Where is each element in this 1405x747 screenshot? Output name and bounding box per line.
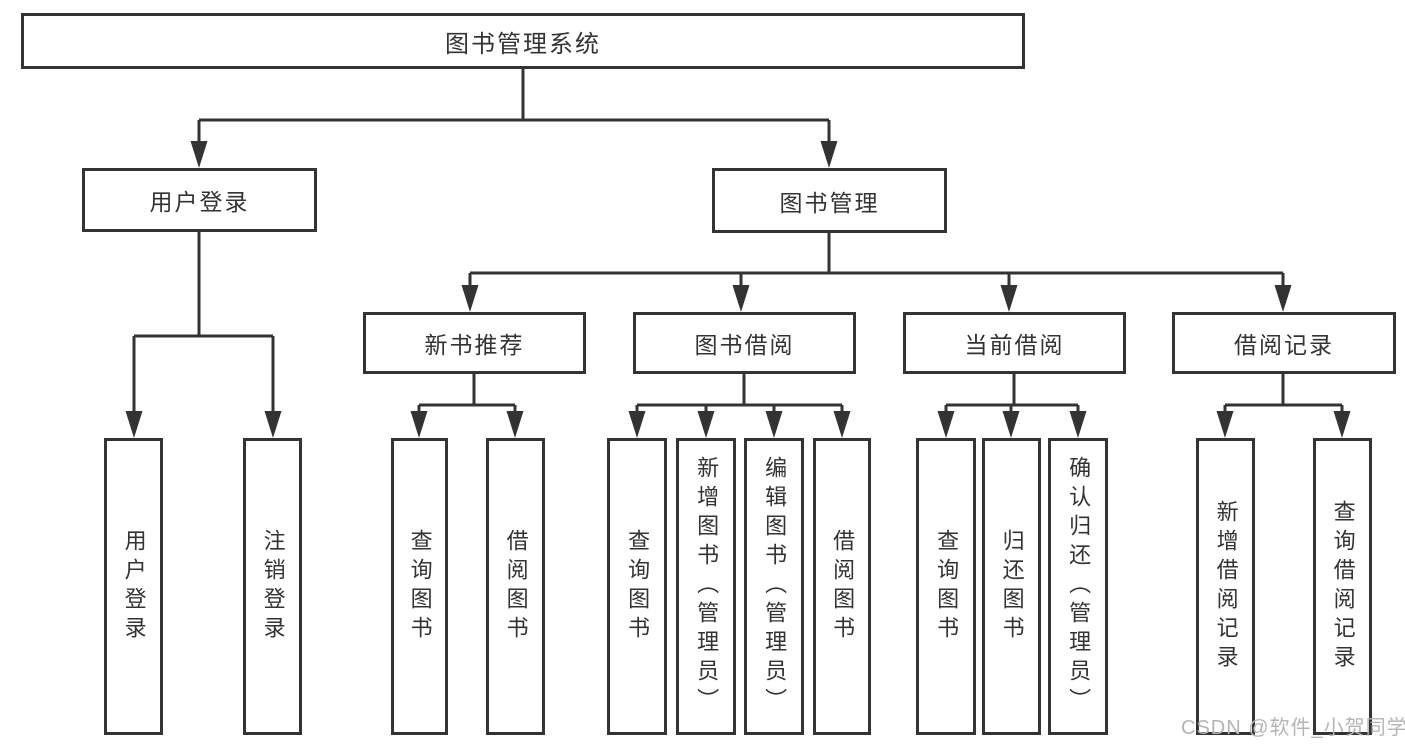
arrowheads-level3 [461,285,1292,312]
leaf-current-confirm-return-admin: 确认归还（管理员） [1048,438,1108,735]
leaf-borrow-edit-book-admin: 编辑图书（管理员） [744,438,804,735]
csdn-watermark: CSDN @软件_小贺同学 [1181,717,1405,739]
leaf-current-query-book: 查询图书 [916,438,976,735]
arrowheads-records-children [1216,411,1351,438]
node-library-system: 图书管理系统 [21,13,1025,69]
leaf-records-query-record: 查询借阅记录 [1313,438,1372,735]
node-book-borrow: 图书借阅 [633,312,856,374]
arrowheads-borrow-children [628,411,851,438]
node-current-borrow: 当前借阅 [903,312,1126,374]
leaf-logout: 注销登录 [243,438,302,735]
node-borrow-records: 借阅记录 [1172,312,1396,374]
connector-user-login-to-children [132,232,275,413]
connector-records-to-children [1223,374,1344,413]
node-user-login: 用户登录 [82,168,317,232]
arrowheads-level2 [190,141,838,168]
connector-root-to-level2 [197,69,831,143]
arrowheads-current-children [937,411,1087,438]
leaf-borrow-query-book: 查询图书 [607,438,667,735]
leaf-records-add-record: 新增借阅记录 [1196,438,1255,735]
leaf-recommend-query-book: 查询图书 [391,438,448,735]
leaf-recommend-borrow-book: 借阅图书 [486,438,545,735]
leaf-user-login: 用户登录 [104,438,163,735]
node-new-book-recommend: 新书推荐 [363,312,586,374]
leaf-borrow-borrow-book: 借阅图书 [813,438,871,735]
node-book-management: 图书管理 [712,168,947,233]
connector-book-mgmt-to-level3 [468,233,1285,287]
leaf-current-return-book: 归还图书 [982,438,1041,735]
arrowheads-user-login-children [125,411,282,438]
arrowheads-recommend-children [410,411,524,438]
connector-borrow-to-children [635,374,844,413]
leaf-borrow-add-book-admin: 新增图书（管理员） [676,438,736,735]
connector-current-to-children [944,374,1080,413]
connector-recommend-to-children [417,374,517,413]
